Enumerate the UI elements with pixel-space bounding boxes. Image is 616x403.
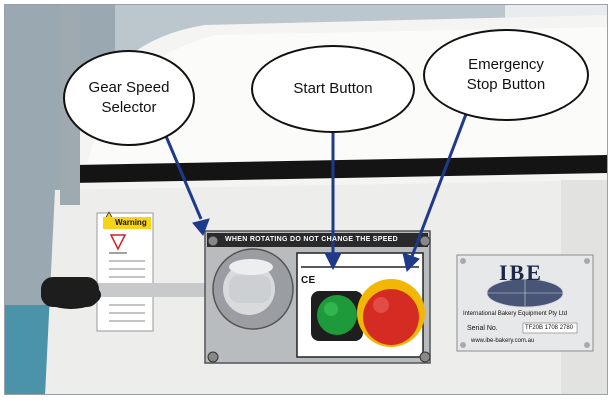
nameplate-serial-label: Serial No. [467, 325, 498, 332]
emergency-stop-callout: Emergency Stop Button [423, 29, 589, 121]
start-button-callout: Start Button [251, 45, 415, 133]
warning-label-title: Warning [115, 218, 147, 227]
nameplate-company: International Bakery Equipment Pty Ltd [463, 311, 568, 317]
ce-mark: CE [301, 275, 316, 286]
start-button-callout-text: Start Button [293, 80, 373, 97]
gear-speed-selector-callout: Gear Speed Selector [63, 50, 195, 146]
panel-notice: WHEN ROTATING DO NOT CHANGE THE SPEED [225, 236, 399, 243]
emergency-stop-callout-text: Emergency Stop Button [466, 56, 546, 93]
nameplate-website: www.ibe-bakery.com.au [471, 338, 535, 344]
gear-speed-selector-callout-text: Gear Speed Selector [88, 79, 170, 116]
mixer-photo: Warning WHEN ROTATING DO NOT CHANGE THE … [4, 4, 608, 395]
nameplate-serial-value: TF20B 1708 2780 [525, 325, 574, 331]
ibe-logo: IBE [499, 260, 543, 285]
